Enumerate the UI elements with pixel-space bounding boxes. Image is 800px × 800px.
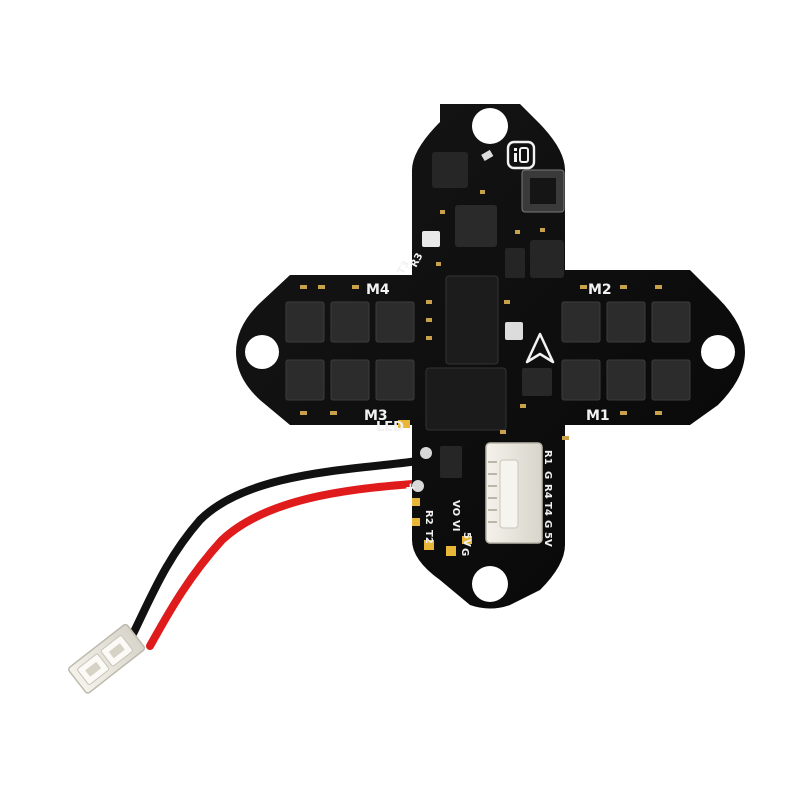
battery-lead — [68, 456, 429, 694]
pad-label-r2: R2 — [423, 510, 434, 525]
connector-pin-t4: T4 — [542, 502, 553, 516]
red-wire — [146, 479, 429, 650]
led-pad[interactable] — [398, 420, 410, 428]
motor-label-m4: M4 — [366, 282, 390, 298]
pad-label-5v: 5V — [461, 532, 472, 547]
motor-label-m3: M3 — [364, 408, 388, 424]
mcu-chip — [445, 275, 499, 365]
mounting-hole-icon — [472, 566, 508, 602]
small-led — [422, 231, 440, 247]
solder-pad-positive[interactable] — [412, 480, 424, 492]
esc-mosfets-left — [285, 301, 415, 401]
smd-components — [300, 190, 662, 440]
pad-label-g: G — [459, 548, 470, 556]
led-label: LED — [376, 420, 404, 435]
mounting-hole-icon — [472, 108, 508, 144]
connector-pin-r1: R1 — [542, 450, 553, 465]
battery-plug — [68, 623, 146, 694]
brand-logo-icon — [506, 140, 536, 170]
mounting-holes — [245, 108, 735, 602]
connector-pin-r4: R4 — [542, 484, 553, 499]
receiver-connector[interactable] — [485, 442, 543, 544]
esc-mosfets-right — [561, 301, 691, 401]
pad-label-t2: T2 — [423, 530, 434, 544]
chip — [522, 368, 552, 396]
small-led — [505, 322, 523, 340]
mounting-hole-icon — [245, 335, 279, 369]
motor-label-m2: M2 — [588, 282, 612, 298]
connector-pin-g2: G — [542, 520, 553, 528]
gyro-chip — [425, 367, 507, 431]
black-wire — [126, 456, 429, 644]
pad-label-vo: VO — [450, 500, 461, 516]
chip — [505, 248, 525, 278]
chip — [432, 152, 468, 188]
arrow-logo-icon — [525, 332, 555, 364]
motor-label-m1: M1 — [586, 408, 610, 424]
pad-label-plus: + — [405, 481, 416, 496]
mounting-hole-icon — [701, 335, 735, 369]
solder-pad-negative[interactable] — [420, 447, 432, 459]
chip — [530, 240, 564, 278]
connector-pin-g1: G — [542, 471, 553, 479]
connector-pin-5v: 5V — [542, 532, 553, 547]
pad-label-vi: VI — [450, 520, 461, 531]
chip — [455, 205, 497, 247]
gold-pads — [412, 498, 472, 556]
chip — [440, 446, 462, 478]
